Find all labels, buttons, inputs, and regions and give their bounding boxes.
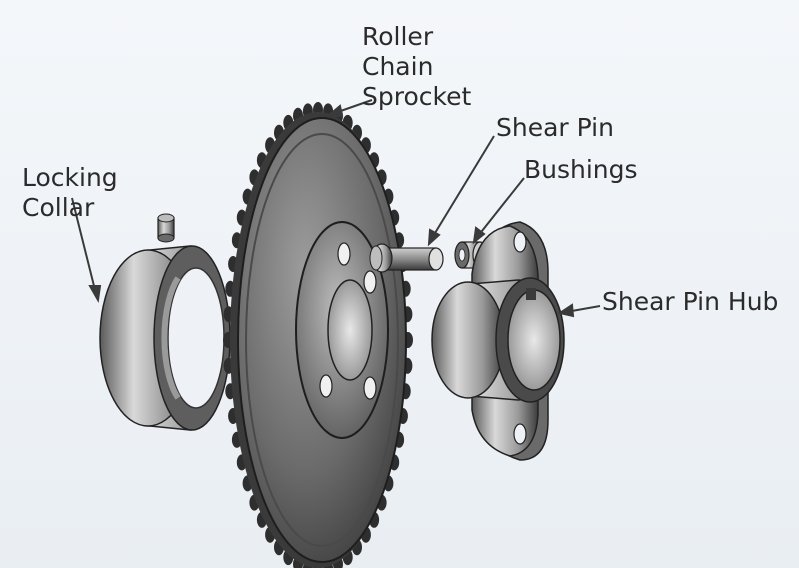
bolt-hole: [363, 376, 377, 400]
bolt-hole: [363, 270, 377, 294]
label-locking: Locking: [22, 163, 118, 192]
shear-pin: [369, 243, 444, 273]
set-screw: [157, 213, 175, 243]
label-bushings: Bushings: [524, 155, 638, 184]
roller-chain-sprocket: [223, 102, 413, 568]
label-shear-pin: Shear Pin: [496, 113, 614, 142]
label-roller: Roller: [362, 22, 434, 51]
shear-pin-hub: [431, 221, 565, 461]
label-chain: Chain: [362, 52, 433, 81]
label-sprocket: Sprocket: [362, 82, 471, 111]
locking-collar: [99, 245, 231, 431]
bolt-hole: [319, 374, 333, 398]
bolt-hole: [337, 242, 351, 266]
leader-lines: [71, 99, 601, 318]
label-shear-pin-hub: Shear Pin Hub: [602, 287, 778, 316]
label-collar: Collar: [22, 193, 95, 222]
